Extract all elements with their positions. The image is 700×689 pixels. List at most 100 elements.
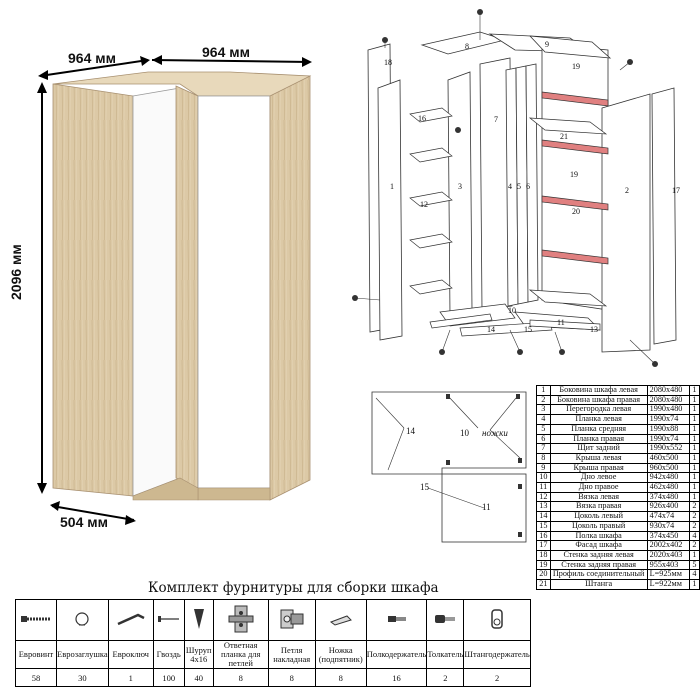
- part-number: 17: [536, 540, 551, 551]
- label-part-16: 16: [418, 114, 426, 123]
- label-bottom-14: 14: [406, 426, 415, 436]
- cap-icon: [56, 599, 109, 641]
- part-number: 5: [536, 423, 551, 435]
- label-part-20: 20: [572, 207, 580, 216]
- part-qty: 2: [688, 511, 700, 522]
- part-name: Стенка задняя левая: [549, 549, 648, 561]
- part-size: 1990x88: [646, 423, 690, 435]
- part-qty: 2: [688, 540, 700, 551]
- part-size: 2020x403: [646, 549, 690, 561]
- part-qty: 1: [688, 443, 700, 454]
- bottom-view: [371, 391, 527, 543]
- kit-item-qty: 8: [267, 668, 316, 687]
- dimension-width-right: 964 мм: [202, 44, 250, 60]
- kit-item-name: Петля накладная: [267, 640, 316, 669]
- label-part-4: 4: [508, 182, 512, 191]
- part-name: Цоколь правый: [549, 520, 648, 532]
- part-number: 14: [536, 511, 551, 522]
- part-number: 4: [536, 414, 551, 425]
- kit-item-qty: 2: [463, 668, 531, 687]
- label-part-10: 10: [508, 306, 516, 315]
- part-qty: 1: [688, 579, 700, 590]
- kit-title: Комплект фурнитуры для сборки шкафа: [148, 580, 439, 596]
- kit-item-name: Толкатель: [426, 640, 465, 669]
- part-size: 2080x480: [646, 385, 690, 396]
- label-part-21: 21: [560, 132, 568, 141]
- part-number: 21: [536, 579, 551, 590]
- dimension-depth: 504 мм: [60, 514, 108, 530]
- kit-item-qty: 40: [183, 668, 214, 687]
- part-name: Планка средняя: [549, 423, 648, 435]
- label-part-6: 6: [526, 182, 530, 191]
- part-number: 15: [536, 520, 551, 532]
- part-qty: 1: [688, 549, 700, 561]
- part-size: 460x500: [646, 452, 690, 464]
- kit-item-qty: 100: [152, 668, 185, 687]
- label-bottom-15: 15: [420, 482, 429, 492]
- part-number: 7: [536, 443, 551, 454]
- part-qty: 1: [688, 423, 700, 435]
- label-part-13: 13: [590, 325, 598, 334]
- part-number: 11: [536, 482, 551, 493]
- label-part-15: 15: [524, 325, 532, 334]
- part-size: 930x74: [646, 520, 690, 532]
- kit-item-qty: 16: [365, 668, 428, 687]
- kit-item-qty: 8: [314, 668, 367, 687]
- label-part-3: 3: [458, 182, 462, 191]
- part-number: 18: [536, 549, 551, 561]
- label-part-14: 14: [487, 325, 495, 334]
- label-part-11: 11: [557, 318, 565, 327]
- part-size: 1990x552: [646, 443, 690, 454]
- part-qty: 1: [688, 482, 700, 493]
- part-size: L=922мм: [646, 579, 690, 590]
- kit-item-name: Ответная планка для петлей: [212, 640, 269, 669]
- dimension-height: 2096 мм: [8, 244, 24, 300]
- part-name: Крыша левая: [549, 452, 648, 464]
- part-qty: 1: [688, 414, 700, 425]
- hinge-icon: [267, 599, 316, 641]
- label-bottom-10: 10: [460, 428, 469, 438]
- kit-item-name: Евроключ: [107, 640, 154, 669]
- label-legs: ножки: [482, 428, 508, 438]
- label-part-7: 7: [494, 115, 498, 124]
- kit-item-qty: 1: [107, 668, 154, 687]
- nail-icon: [152, 599, 185, 641]
- bottom-left-outline: [371, 391, 527, 475]
- kit-item-name: Шуруп 4x16: [183, 640, 214, 669]
- label-part-19b: 19: [570, 170, 578, 179]
- kit-item-name: Еврозаглушка: [56, 640, 109, 669]
- kit-item-qty: 30: [56, 668, 109, 687]
- label-part-18: 18: [384, 58, 392, 67]
- part-name: Планка левая: [549, 414, 648, 425]
- part-name: Штанга: [549, 579, 648, 590]
- wood-screw-icon: [183, 599, 214, 641]
- exploded-view: [352, 9, 677, 367]
- label-part-19a: 19: [572, 62, 580, 71]
- hinge-plate-icon: [212, 599, 269, 641]
- kit-item-name: Полкодержатель: [365, 640, 428, 669]
- part-name: Боковина шкафа левая: [549, 385, 648, 396]
- part-number: 8: [536, 452, 551, 464]
- label-part-2: 2: [625, 186, 629, 195]
- label-part-12: 12: [420, 200, 428, 209]
- kit-item-qty: 2: [426, 668, 465, 687]
- part-size: 2002x402: [646, 540, 690, 551]
- part-qty: 1: [688, 385, 700, 396]
- rod-holder-icon: [463, 599, 531, 641]
- part-name: Фасад шкафа: [549, 540, 648, 551]
- kit-item-name: Евровинт: [15, 640, 57, 669]
- wardrobe-render: [37, 55, 312, 525]
- screw-icon: [15, 599, 57, 641]
